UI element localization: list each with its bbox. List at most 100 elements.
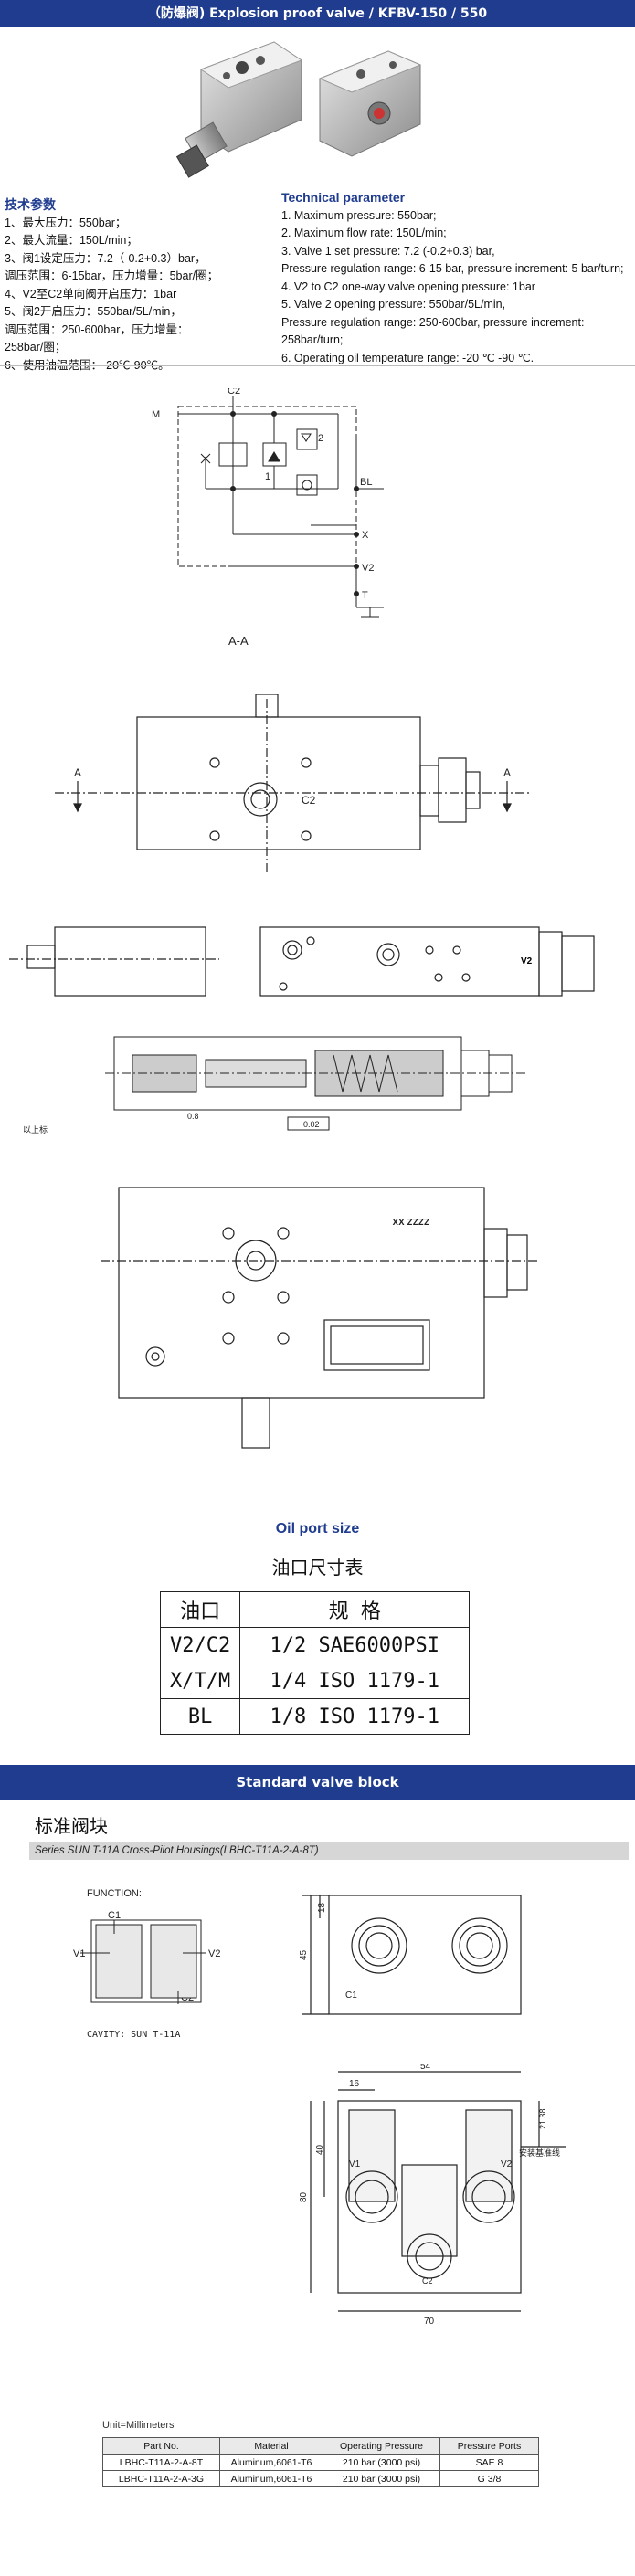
side-v2: V2: [521, 956, 533, 966]
parts-row: LBHC-T11A-2-A-8T Aluminum,6061-T6 210 ba…: [102, 2454, 539, 2471]
side-view-drawing: V2: [9, 926, 595, 997]
en-specs: Technical parameter 1. Maximum pressure:…: [281, 189, 633, 367]
oil-port-header-cell: 规 格: [239, 1591, 471, 1628]
oil-port-cell: V2/C2: [159, 1627, 241, 1663]
oil-port-cn-title: 油口尺寸表: [271, 1557, 364, 1578]
dim-c1: C1: [345, 1990, 357, 2001]
dim-21-38: 21.38: [538, 2108, 547, 2129]
parts-cell: Aluminum,6061-T6: [219, 2470, 323, 2487]
fn-cavity: CAVITY: SUN T-11A: [87, 2030, 180, 2040]
parts-table: Part No. Material Operating Pressure Pre…: [102, 2437, 539, 2487]
en-spec-line: 2. Maximum flow rate: 150L/min;: [281, 227, 447, 239]
oil-port-row: X/T/M 1/4 ISO 1179-1: [159, 1663, 471, 1699]
front-a-left: A: [74, 766, 81, 779]
cn-spec-line: 3、阀1设定压力：7.2（-0.2+0.3）bar，: [5, 251, 206, 265]
page-title: （防爆阀) Explosion proof valve / KFBV-150 /…: [147, 6, 488, 21]
oil-port-row: V2/C2 1/2 SAE6000PSI: [159, 1627, 471, 1663]
std-block-title: Standard valve block: [236, 1774, 399, 1790]
oil-port-cell: 1/2 SAE6000PSI: [239, 1627, 471, 1663]
dim-54: 54: [420, 2064, 431, 2072]
dim-v2: V2: [501, 2159, 513, 2170]
function-diagram: FUNCTION: C1 V1 V2 C2 CAVITY: SUN T-11A: [73, 1888, 220, 2040]
parts-header-row: Part No. Material Operating Pressure Pre…: [102, 2437, 539, 2455]
separator: [0, 365, 635, 366]
oil-port-row: BL 1/8 ISO 1179-1: [159, 1698, 471, 1735]
en-spec-line: Pressure regulation range: 250-600bar, p…: [281, 315, 585, 347]
header-band: （防爆阀) Explosion proof valve / KFBV-150 /…: [0, 0, 635, 27]
dim-c2: C2: [422, 2276, 433, 2286]
label-x: X: [362, 530, 369, 541]
section-note: 以上标: [23, 1124, 48, 1135]
cn-spec-line: 调压范围：250-600bar，压力增量：: [5, 322, 189, 336]
en-spec-line: 5. Valve 2 opening pressure: 550bar/5L/m…: [281, 298, 506, 311]
en-specs-heading: Technical parameter: [281, 190, 406, 205]
parts-header-cell: Operating Pressure: [323, 2437, 440, 2455]
dim-80: 80: [299, 2191, 309, 2202]
parts-cell: 210 bar (3000 psi): [323, 2454, 440, 2471]
front-c2: C2: [302, 794, 316, 807]
function-label: FUNCTION:: [87, 1888, 142, 1899]
label-bl: BL: [360, 477, 372, 488]
cn-spec-line: 4、V2至C2单向阀开启压力：1bar: [5, 287, 177, 301]
parts-row: LBHC-T11A-2-A-3G Aluminum,6061-T6 210 ba…: [102, 2470, 539, 2487]
parts-cell: 210 bar (3000 psi): [323, 2470, 440, 2487]
cn-specs-heading: 技术参数: [5, 197, 56, 212]
unit-note: Unit=Millimeters: [102, 2420, 175, 2431]
top-view-drawing: ZZZZ XX: [101, 1187, 539, 1449]
label-c2: C2: [228, 388, 240, 396]
en-spec-line: 3. Valve 1 set pressure: 7.2 (-0.2+0.3) …: [281, 244, 495, 258]
dim-18: 18: [317, 1902, 327, 1913]
product-photo: [175, 41, 422, 178]
front-view-drawing: A A C2: [55, 694, 530, 872]
cn-spec-line: 258bar/圈；: [5, 341, 67, 354]
dim-70: 70: [424, 2317, 435, 2327]
label-1: 1: [265, 471, 270, 482]
parts-cell: LBHC-T11A-2-A-8T: [102, 2454, 220, 2471]
oil-port-table: 油口 规 格 V2/C2 1/2 SAE6000PSI X/T/M 1/4 IS…: [159, 1591, 471, 1735]
parts-cell: G 3/8: [439, 2470, 539, 2487]
oil-port-cell: 1/8 ISO 1179-1: [239, 1698, 471, 1735]
oil-port-title: Oil port size: [275, 1521, 360, 1536]
parts-header-cell: Pressure Ports: [439, 2437, 539, 2455]
fn-v2: V2: [208, 1948, 220, 1959]
block-top-view: 45 18 C1: [299, 1895, 522, 2015]
section-view-drawing: 以上标 0.8 0.02: [23, 1036, 525, 1135]
cn-specs: 技术参数 1、最大压力：550bar； 2、最大流量：150L/min； 3、阀…: [5, 196, 270, 375]
cn-spec-line: 5、阀2开启压力：550bar/5L/min，: [5, 305, 182, 318]
en-spec-line: 6. Operating oil temperature range: -20 …: [281, 351, 534, 364]
oil-port-header-row: 油口 规 格: [159, 1591, 471, 1628]
dim-45: 45: [299, 1949, 309, 1960]
label-m: M: [152, 409, 160, 420]
label-t: T: [362, 590, 368, 601]
dim-16: 16: [349, 2079, 360, 2089]
dim-v1: V1: [349, 2159, 361, 2170]
cn-spec-line: 1、最大压力：550bar；: [5, 216, 127, 229]
top-marking: ZZZZ XX: [392, 1216, 429, 1226]
label-2: 2: [318, 433, 323, 444]
section-label: A-A: [228, 634, 249, 648]
oil-port-cell: X/T/M: [159, 1663, 241, 1699]
dim-40: 40: [315, 2144, 325, 2155]
cn-spec-line: 6、使用油温范围：-20℃-90℃。: [5, 358, 170, 372]
cn-spec-line: 2、最大流量：150L/min；: [5, 234, 138, 247]
datum-line-label: 安装基准线: [519, 2148, 560, 2158]
parts-cell: LBHC-T11A-2-A-3G: [102, 2470, 220, 2487]
front-a-right: A: [503, 766, 511, 779]
oil-port-cell: BL: [159, 1698, 241, 1735]
cn-spec-line: 调压范围：6-15bar，压力增量：5bar/圈；: [5, 269, 219, 282]
oil-port-cell: 1/4 ISO 1179-1: [239, 1663, 471, 1699]
oil-port-header-cell: 油口: [159, 1591, 241, 1628]
label-v2: V2: [362, 563, 374, 574]
en-spec-line: 4. V2 to C2 one-way valve opening pressu…: [281, 280, 535, 293]
parts-header-cell: Part No.: [102, 2437, 220, 2455]
block-front-view: 54 16 40 80 70 21.38 V1 V2 C2 安装基准线: [299, 2064, 566, 2327]
std-block-cn-title: 标准阀块: [35, 1815, 108, 1837]
parts-cell: Aluminum,6061-T6: [219, 2454, 323, 2471]
section-marks: 0.8: [187, 1112, 199, 1121]
parts-cell: SAE 8: [439, 2454, 539, 2471]
en-spec-line: 1. Maximum pressure: 550bar;: [281, 208, 437, 222]
fn-c1: C1: [108, 1910, 121, 1921]
std-block-band: Standard valve block: [0, 1765, 635, 1800]
series-bar: Series SUN T-11A Cross-Pilot Housings(LB…: [29, 1842, 629, 1860]
en-spec-line: Pressure regulation range: 6-15 bar, pre…: [281, 262, 624, 275]
